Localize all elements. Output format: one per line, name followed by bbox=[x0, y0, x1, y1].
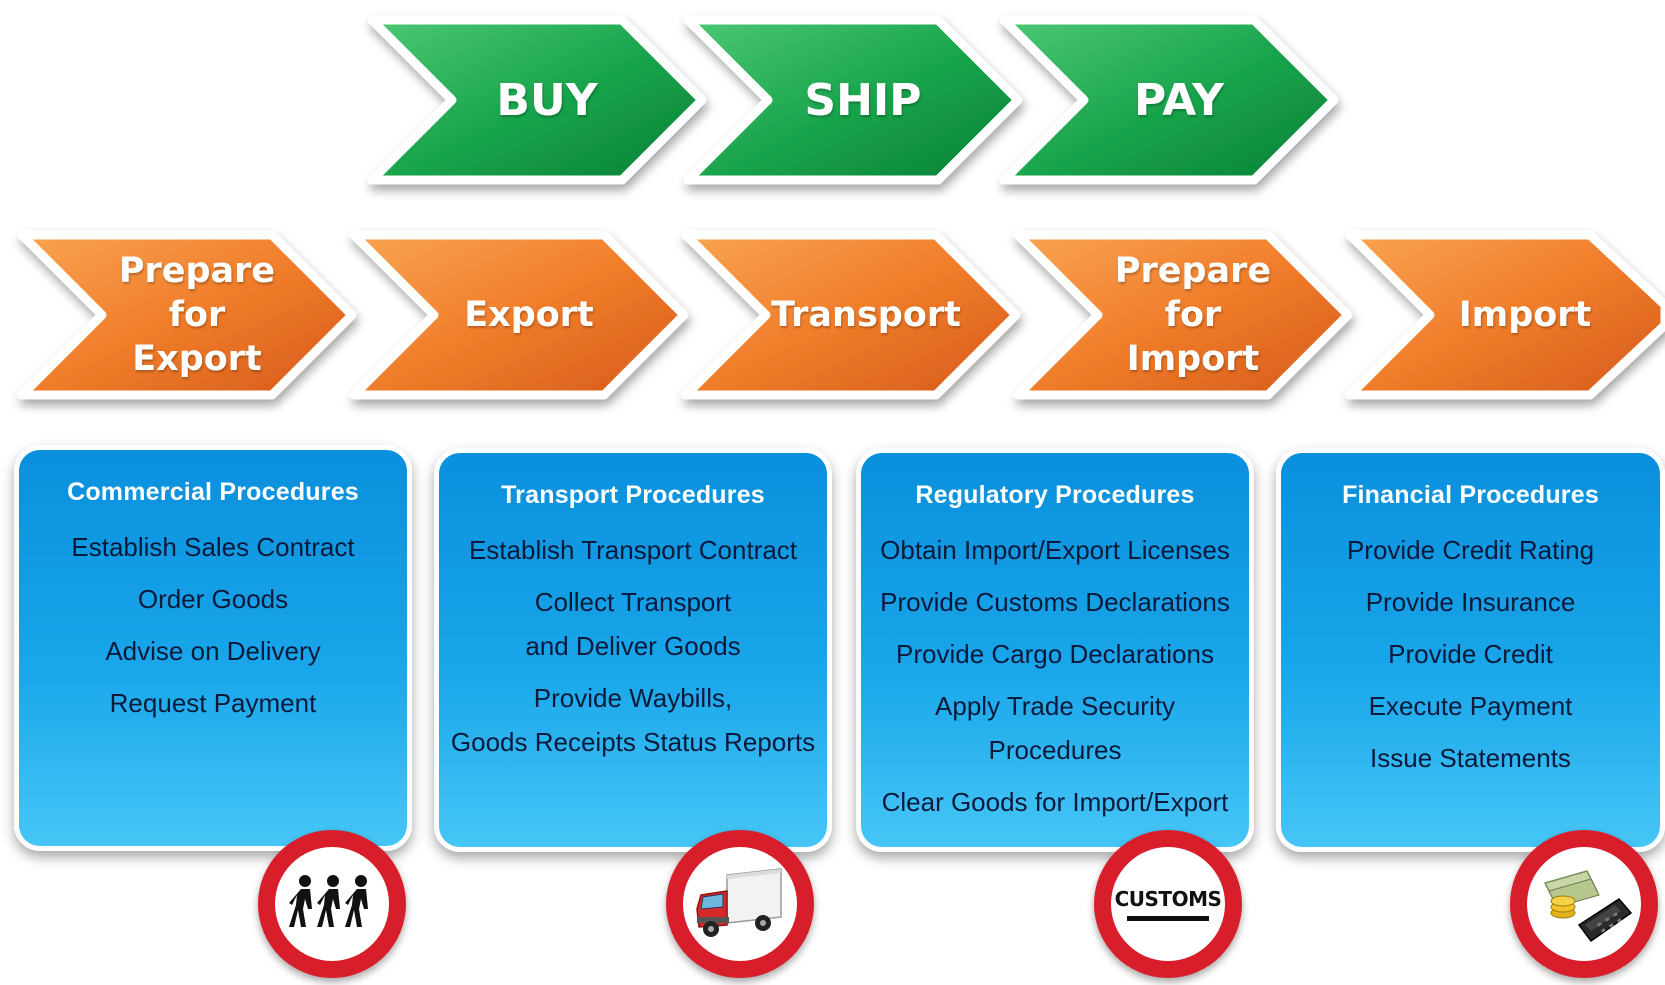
procedure-item: Provide Credit bbox=[1388, 639, 1553, 669]
procedure-list: Obtain Import/Export Licenses Provide Cu… bbox=[861, 528, 1249, 824]
procedure-item: Provide Customs Declarations bbox=[880, 587, 1230, 617]
chevron-buy bbox=[367, 15, 707, 185]
procedure-item: Obtain Import/Export Licenses bbox=[880, 535, 1230, 565]
chevron-pay bbox=[999, 15, 1339, 185]
procedure-item: Establish Transport Contract bbox=[468, 535, 798, 565]
badge-truck bbox=[666, 830, 814, 978]
procedure-item: Collect Transport and Deliver Goods bbox=[525, 587, 741, 661]
procedure-item: Issue Statements bbox=[1370, 743, 1571, 773]
panel-title: Commercial Procedures bbox=[67, 478, 359, 506]
panel-commercial: Commercial Procedures Establish Sales Co… bbox=[14, 445, 412, 851]
panel-title: Regulatory Procedures bbox=[915, 481, 1195, 509]
panel-transport: Transport Procedures Establish Transport… bbox=[434, 448, 832, 852]
procedure-item: Clear Goods for Import/Export bbox=[881, 787, 1229, 817]
procedure-list: Establish Transport Contract Collect Tra… bbox=[439, 528, 827, 764]
chevron-ship bbox=[683, 15, 1023, 185]
procedure-item: Order Goods bbox=[137, 584, 289, 614]
panel-regulatory: Regulatory Procedures Obtain Import/Expo… bbox=[856, 448, 1254, 852]
chevron-export bbox=[349, 230, 689, 400]
money-calculator-icon bbox=[1543, 870, 1633, 943]
chevron-prepare-import bbox=[1013, 230, 1353, 400]
procedure-item: Provide Insurance bbox=[1365, 587, 1576, 617]
chevron-prepare-export bbox=[17, 230, 357, 400]
procedure-item: Provide Waybills, Goods Receipts Status … bbox=[450, 683, 816, 757]
procedure-list: Provide Credit Rating Provide Insurance … bbox=[1281, 528, 1660, 780]
procedure-item: Request Payment bbox=[109, 688, 317, 718]
truck-icon bbox=[696, 868, 782, 937]
procedure-item: Provide Credit Rating bbox=[1346, 535, 1595, 565]
panel-financial: Financial Procedures Provide Credit Rati… bbox=[1276, 448, 1665, 852]
people-walking-icon bbox=[289, 875, 368, 927]
panel-title: Transport Procedures bbox=[501, 481, 765, 509]
customs-label: CUSTOMS bbox=[1114, 887, 1222, 911]
procedure-item: Execute Payment bbox=[1368, 691, 1573, 721]
chevron-import bbox=[1345, 230, 1665, 400]
customs-underline bbox=[1127, 916, 1209, 921]
badge-people bbox=[258, 830, 406, 978]
procedure-item: Establish Sales Contract bbox=[71, 532, 355, 562]
procedure-item: Advise on Delivery bbox=[105, 636, 321, 666]
chevron-transport bbox=[681, 230, 1021, 400]
procedure-list: Establish Sales Contract Order Goods Adv… bbox=[19, 525, 407, 725]
procedure-item: Provide Cargo Declarations bbox=[896, 639, 1214, 669]
badge-customs: CUSTOMS bbox=[1094, 830, 1242, 978]
badge-finance bbox=[1510, 830, 1658, 978]
procedure-item: Apply Trade Security Procedures bbox=[935, 691, 1175, 765]
panel-title: Financial Procedures bbox=[1342, 481, 1599, 509]
customs-sign-icon: CUSTOMS bbox=[1111, 847, 1225, 961]
